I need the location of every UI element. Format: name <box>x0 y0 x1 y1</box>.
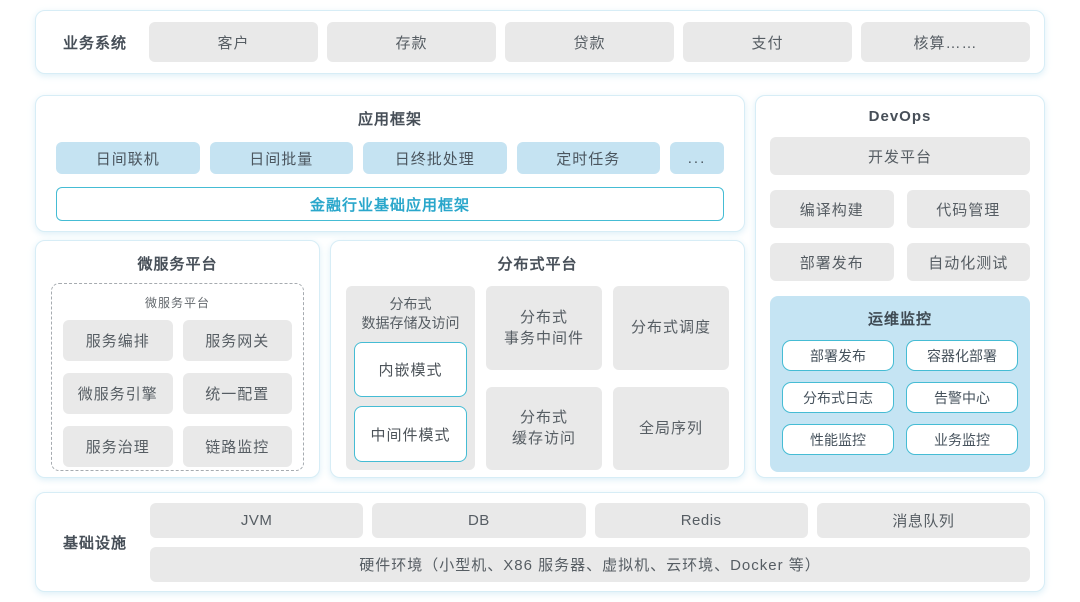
micro-item-governance: 服务治理 <box>63 426 173 467</box>
devops-title: DevOps <box>868 108 932 125</box>
distributed-grid: 分布式 数据存储及访问 内嵌模式 中间件模式 分布式 事务中间件 分布式 缓存访… <box>346 286 729 470</box>
micro-item-gateway: 服务网关 <box>182 320 292 361</box>
monitor-business: 业务监控 <box>906 424 1018 455</box>
devops-section: DevOps 开发平台 编译构建 代码管理 部署发布 自动化测试 运维监控 部署… <box>755 95 1045 478</box>
infrastructure-section: 基础设施 JVM DB Redis 消息队列 硬件环境（小型机、X86 服务器、… <box>35 492 1045 592</box>
infrastructure-row: JVM DB Redis 消息队列 <box>150 502 1030 538</box>
app-framework-title: 应用框架 <box>357 111 422 128</box>
infrastructure-content: JVM DB Redis 消息队列 硬件环境（小型机、X86 服务器、虚拟机、云… <box>150 502 1030 582</box>
chip-daytime-online: 日间联机 <box>56 142 200 174</box>
business-systems-section: 业务系统 客户 存款 贷款 支付 核算…… <box>35 10 1045 74</box>
embedded-mode-box: 内嵌模式 <box>354 341 467 398</box>
app-framework-section: 应用框架 日间联机 日间批量 日终批处理 定时任务 ... 金融行业基础应用框架 <box>35 95 745 232</box>
chip-eod-batch: 日终批处理 <box>363 142 507 174</box>
chip-scheduled-task: 定时任务 <box>516 142 660 174</box>
microservice-dashed-box: 微服务平台 服务编排 服务网关 微服务引擎 统一配置 服务治理 链路监控 <box>51 283 304 471</box>
business-systems-label: 业务系统 <box>62 34 127 52</box>
monitor-alert-center: 告警中心 <box>906 382 1018 413</box>
infrastructure-label: 基础设施 <box>62 534 127 552</box>
distributed-platform-section: 分布式平台 分布式 数据存储及访问 内嵌模式 中间件模式 分布式 事务中间件 分… <box>330 240 745 478</box>
code-management-box: 代码管理 <box>906 190 1030 228</box>
distributed-storage-label: 分布式 数据存储及访问 <box>361 296 460 331</box>
compile-build-box: 编译构建 <box>770 190 894 228</box>
micro-item-orchestration: 服务编排 <box>63 320 173 361</box>
ops-monitoring-panel: 运维监控 部署发布 容器化部署 分布式日志 告警中心 性能监控 业务监控 <box>770 296 1030 472</box>
business-item-loan: 贷款 <box>505 22 674 62</box>
distributed-storage-box: 分布式 数据存储及访问 内嵌模式 中间件模式 <box>346 286 475 470</box>
business-item-payment: 支付 <box>683 22 852 62</box>
infra-item-db: DB <box>372 502 586 538</box>
devops-grid: 编译构建 代码管理 部署发布 自动化测试 <box>770 190 1030 281</box>
distributed-platform-title: 分布式平台 <box>497 256 578 273</box>
distributed-scheduler-box: 分布式调度 <box>613 286 729 370</box>
chip-daytime-batch: 日间批量 <box>209 142 353 174</box>
microservice-platform-section: 微服务平台 微服务平台 服务编排 服务网关 微服务引擎 统一配置 服务治理 链路… <box>35 240 320 478</box>
distributed-transaction-box: 分布式 事务中间件 <box>486 286 602 370</box>
business-item-deposit: 存款 <box>327 22 496 62</box>
infra-item-redis: Redis <box>594 502 808 538</box>
microservice-platform-title: 微服务平台 <box>137 256 218 273</box>
infra-item-jvm: JVM <box>150 502 364 538</box>
infra-item-mq: 消息队列 <box>816 502 1030 538</box>
app-framework-chip-row: 日间联机 日间批量 日终批处理 定时任务 ... <box>56 142 724 174</box>
business-item-accounting: 核算…… <box>861 22 1030 62</box>
hardware-environment-box: 硬件环境（小型机、X86 服务器、虚拟机、云环境、Docker 等） <box>150 546 1030 582</box>
monitor-performance: 性能监控 <box>782 424 894 455</box>
deploy-release-box: 部署发布 <box>770 243 894 281</box>
dev-platform-box: 开发平台 <box>770 137 1030 175</box>
chip-ellipsis: ... <box>670 142 724 174</box>
distributed-col-2: 分布式 事务中间件 分布式 缓存访问 <box>486 286 602 470</box>
monitor-container-deploy: 容器化部署 <box>906 340 1018 371</box>
business-item-customer: 客户 <box>149 22 318 62</box>
ops-monitoring-grid: 部署发布 容器化部署 分布式日志 告警中心 性能监控 业务监控 <box>782 340 1018 455</box>
automated-testing-box: 自动化测试 <box>906 243 1030 281</box>
microservice-grid: 服务编排 服务网关 微服务引擎 统一配置 服务治理 链路监控 <box>63 320 292 467</box>
global-sequence-box: 全局序列 <box>613 386 729 470</box>
monitor-distributed-log: 分布式日志 <box>782 382 894 413</box>
microservice-inner-title: 微服务平台 <box>144 296 210 310</box>
monitor-deploy-release: 部署发布 <box>782 340 894 371</box>
micro-item-tracing: 链路监控 <box>182 426 292 467</box>
ops-monitoring-title: 运维监控 <box>867 311 932 328</box>
middleware-mode-box: 中间件模式 <box>354 406 467 462</box>
distributed-col-3: 分布式调度 全局序列 <box>613 286 729 470</box>
distributed-cache-box: 分布式 缓存访问 <box>486 386 602 470</box>
base-framework-box: 金融行业基础应用框架 <box>56 187 724 221</box>
micro-item-engine: 微服务引擎 <box>63 373 173 414</box>
micro-item-config: 统一配置 <box>182 373 292 414</box>
